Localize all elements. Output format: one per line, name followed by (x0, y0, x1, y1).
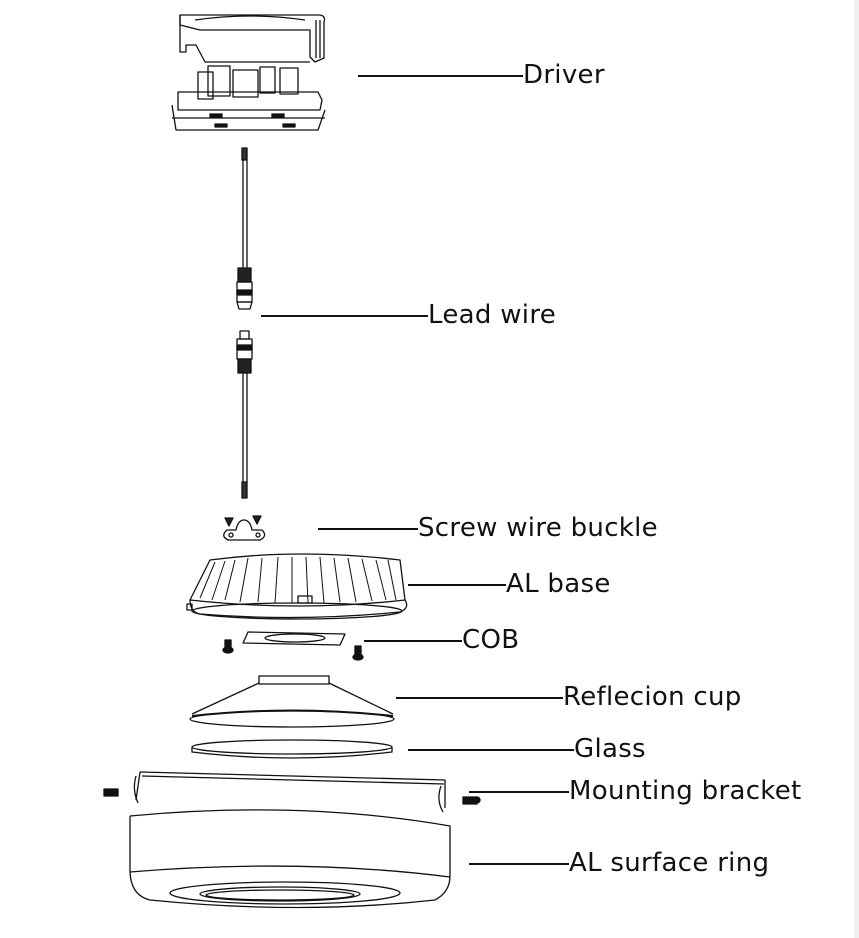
leader-line-al-base (408, 584, 506, 586)
right-edge-strip (854, 0, 859, 938)
label-driver: Driver (523, 60, 605, 90)
label-al-base: AL base (506, 569, 611, 599)
label-cob: COB (462, 625, 520, 655)
leader-line-reflection-cup (396, 697, 563, 699)
leader-line-driver (358, 75, 523, 77)
label-reflection-cup: Reflecion cup (563, 682, 742, 712)
leader-line-cob (364, 640, 462, 642)
leader-line-al-surface-ring (469, 863, 569, 865)
cob-part (222, 631, 364, 661)
leader-line-mounting-bracket (469, 791, 569, 793)
label-mounting-bracket: Mounting bracket (569, 776, 802, 806)
reflection-cup-part (189, 675, 395, 728)
mounting-bracket-part (103, 771, 481, 813)
label-screw-wire-buckle: Screw wire buckle (418, 513, 658, 543)
al-surface-ring-part (129, 809, 451, 909)
leader-line-screw-wire-buckle (318, 528, 418, 530)
label-lead-wire: Lead wire (428, 300, 557, 330)
leader-line-glass (408, 749, 574, 751)
label-al-surface-ring: AL surface ring (569, 848, 770, 878)
label-glass: Glass (574, 734, 646, 764)
driver-part (171, 14, 326, 131)
screw-wire-buckle-part (223, 515, 266, 541)
glass-part (191, 739, 393, 759)
leader-line-lead-wire (261, 315, 428, 317)
lead-wire-part (236, 147, 253, 499)
al-base-part (186, 553, 408, 620)
